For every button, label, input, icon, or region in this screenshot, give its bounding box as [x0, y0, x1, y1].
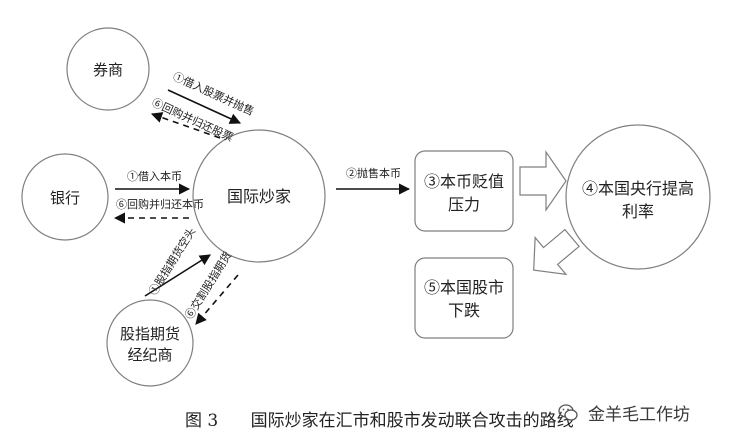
- node-broker: 券商: [66, 27, 150, 111]
- watermark: 金羊毛工作坊: [558, 400, 690, 425]
- node-stock-market-label-1: ⑤本国股市: [424, 278, 504, 297]
- figure-title: 国际炒家在汇市和股市发动联合攻击的路线: [250, 411, 574, 431]
- node-currency-pressure-label-2: 压力: [448, 195, 480, 214]
- node-bank: 银行: [21, 153, 109, 241]
- node-stock-market-label-2: 下跌: [448, 301, 480, 320]
- node-central-bank-label-2: 利率: [622, 202, 654, 221]
- node-stock-market: ⑤本国股市 下跌: [414, 257, 514, 339]
- node-futures-broker-label-2: 经纪商: [127, 346, 172, 364]
- node-futures-broker-label-1: 股指期货: [120, 325, 180, 343]
- node-currency-pressure-label-1: ③本币贬值: [424, 172, 504, 191]
- edge-label-sell-currency: ②抛售本币: [346, 166, 401, 180]
- node-central-bank: ④本国央行提高 利率: [565, 124, 711, 270]
- wechat-icon: [558, 403, 578, 423]
- arrow-buyback-stock: [150, 112, 221, 139]
- node-central-bank-label-1: ④本国央行提高: [582, 179, 694, 198]
- edge-label-borrow-currency: ①借入本币: [127, 169, 182, 183]
- node-bank-label: 银行: [50, 189, 80, 207]
- block-arrow-to-stock-market: [533, 228, 580, 276]
- node-currency-pressure: ③本币贬值 压力: [414, 150, 514, 232]
- edge-label-repay-currency: ⑥回购并归还本币: [116, 197, 204, 211]
- node-futures-broker: 股指期货 经纪商: [106, 299, 194, 387]
- figure-number: 图 3: [185, 411, 219, 431]
- node-hedge-fund-label: 国际炒家: [227, 187, 291, 206]
- block-arrow-to-central-bank: [519, 150, 567, 212]
- arrow-short-futures: [144, 254, 211, 297]
- arrow-borrow-stock: [167, 89, 242, 124]
- figure-caption: 图 3 国际炒家在汇市和股市发动联合攻击的路线: [185, 406, 574, 431]
- watermark-text: 金羊毛工作坊: [588, 405, 690, 425]
- node-broker-label: 券商: [93, 61, 123, 79]
- edge-label-short-futures: ①股指期货空头: [146, 225, 199, 298]
- node-hedge-fund: 国际炒家: [192, 129, 326, 263]
